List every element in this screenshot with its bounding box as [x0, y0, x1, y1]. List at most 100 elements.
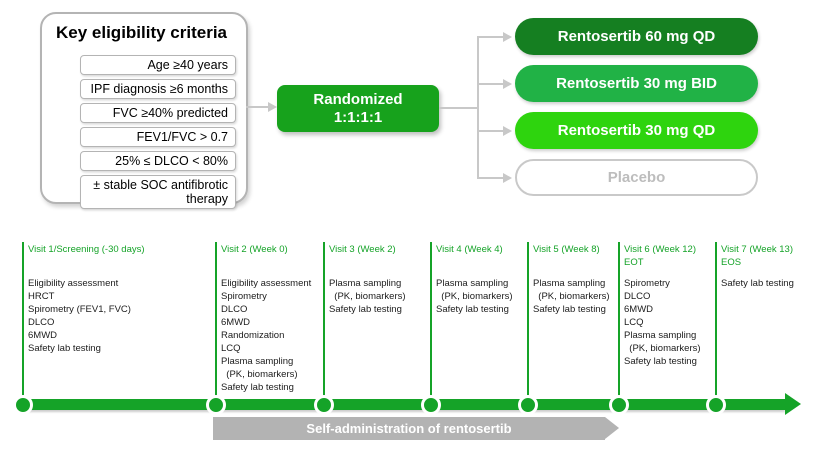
- visit-item: DLCO: [221, 304, 248, 315]
- timeline-visit-dot: [518, 395, 538, 415]
- visit-item: Spirometry: [221, 291, 267, 302]
- arrowhead-icon: [503, 172, 512, 183]
- visit-subtitle: [221, 256, 311, 269]
- timeline-visit-dot: [609, 395, 629, 415]
- visit-title: Visit 5 (Week 8): [533, 244, 600, 255]
- visit-subtitle: [533, 256, 610, 269]
- visit-title: Visit 4 (Week 4): [436, 244, 503, 255]
- visit-item: Safety lab testing: [221, 382, 294, 393]
- visit-item: Safety lab testing: [624, 356, 697, 367]
- visit-item: Spirometry: [624, 278, 670, 289]
- visit-items: Plasma sampling (PK, biomarkers) Safety l…: [329, 277, 406, 316]
- visit-item: 6MWD: [28, 330, 58, 341]
- visit-separator-line: [715, 242, 717, 405]
- visit-item: LCQ: [624, 317, 644, 328]
- visit-subtitle: [329, 256, 406, 269]
- visit-item: (PK, biomarkers): [533, 291, 610, 302]
- visit-title: Visit 1/Screening (-30 days): [28, 244, 145, 255]
- visit-item: DLCO: [28, 317, 55, 328]
- visit-column-7: Visit 7 (Week 13) EOS Safety lab testing: [721, 243, 794, 290]
- timeline-arrowhead-icon: [785, 393, 801, 415]
- arrowhead-icon: [503, 125, 512, 136]
- visit-item: LCQ: [221, 343, 241, 354]
- branch-line: [477, 129, 504, 132]
- treatment-arm-1: Rentosertib 60 mg QD: [515, 18, 758, 55]
- treatment-arm-label: Placebo: [607, 169, 666, 186]
- visit-subtitle: EOS: [721, 257, 742, 268]
- visit-items: Plasma sampling (PK, biomarkers) Safety l…: [436, 277, 513, 316]
- visit-item: HRCT: [28, 291, 55, 302]
- visit-item: Plasma sampling: [221, 356, 294, 367]
- visit-title: Visit 3 (Week 2): [329, 244, 396, 255]
- visit-item: Eligibility assessment: [28, 278, 119, 289]
- visit-item: Plasma sampling: [329, 278, 402, 289]
- visit-item: (PK, biomarkers): [436, 291, 513, 302]
- eligibility-criterion: FEV1/FVC > 0.7: [80, 127, 236, 147]
- visit-subtitle: EOT: [624, 257, 644, 268]
- eligibility-criterion: Age ≥40 years: [80, 55, 236, 75]
- connector-eligibility-to-randomized: [246, 106, 269, 108]
- timeline-visit-dot: [706, 395, 726, 415]
- self-administration-arrowhead-icon: [605, 417, 619, 439]
- treatment-arm-3: Rentosertib 30 mg QD: [515, 112, 758, 149]
- timeline-visit-dot: [421, 395, 441, 415]
- visit-items: Safety lab testing: [721, 277, 794, 290]
- visit-column-5: Visit 5 (Week 8) Plasma sampling (PK, bio…: [533, 243, 610, 316]
- randomized-label-line1: Randomized: [313, 90, 403, 108]
- visit-item: 6MWD: [221, 317, 251, 328]
- visit-item: Safety lab testing: [721, 278, 794, 289]
- visit-item: Safety lab testing: [436, 304, 509, 315]
- timeline-bar: [22, 399, 785, 410]
- eligibility-title: Key eligibility criteria: [56, 23, 228, 42]
- visit-separator-line: [215, 242, 217, 405]
- visit-column-4: Visit 4 (Week 4) Plasma sampling (PK, bio…: [436, 243, 513, 316]
- arrowhead-icon: [503, 31, 512, 42]
- visit-items: Plasma sampling (PK, biomarkers) Safety l…: [533, 277, 610, 316]
- visit-separator-line: [618, 242, 620, 405]
- visit-item: Safety lab testing: [533, 304, 606, 315]
- eligibility-criterion: 25% ≤ DLCO < 80%: [80, 151, 236, 171]
- visit-item: (PK, biomarkers): [624, 343, 701, 354]
- treatment-arm-4: Placebo: [515, 159, 758, 196]
- arrowhead-icon: [268, 102, 277, 112]
- visit-subtitle: [436, 256, 513, 269]
- eligibility-criterion: ± stable SOC antifibrotic therapy: [80, 175, 236, 209]
- eligibility-criterion: FVC ≥40% predicted: [80, 103, 236, 123]
- self-administration-arrow: Self-administration of rentosertib: [213, 417, 605, 440]
- visit-item: DLCO: [624, 291, 651, 302]
- treatment-arm-label: Rentosertib 30 mg BID: [556, 75, 717, 92]
- visit-item: Plasma sampling: [533, 278, 606, 289]
- visit-item: Safety lab testing: [329, 304, 402, 315]
- randomized-box: Randomized 1:1:1:1: [277, 85, 439, 132]
- visit-subtitle: [28, 256, 145, 269]
- randomized-label-line2: 1:1:1:1: [333, 108, 383, 126]
- visit-item: Eligibility assessment: [221, 278, 312, 289]
- branch-line: [477, 82, 504, 85]
- visit-item: Safety lab testing: [28, 343, 101, 354]
- timeline-visit-dot: [314, 395, 334, 415]
- connector-randomized-to-branch: [439, 107, 477, 109]
- eligibility-criterion: IPF diagnosis ≥6 months: [80, 79, 236, 99]
- visit-item: Spirometry (FEV1, FVC): [28, 304, 131, 315]
- visit-item: (PK, biomarkers): [329, 291, 406, 302]
- visit-item: Randomization: [221, 330, 285, 341]
- branch-line: [477, 176, 504, 179]
- visit-column-3: Visit 3 (Week 2) Plasma sampling (PK, bio…: [329, 243, 406, 316]
- branch-line: [477, 35, 504, 38]
- branch-vertical-line: [477, 36, 479, 179]
- visit-title: Visit 7 (Week 13): [721, 244, 793, 255]
- visit-separator-line: [430, 242, 432, 405]
- visit-item: Plasma sampling: [436, 278, 509, 289]
- treatment-arm-label: Rentosertib 60 mg QD: [557, 28, 716, 45]
- visit-title: Visit 2 (Week 0): [221, 244, 288, 255]
- timeline-visit-dot: [13, 395, 33, 415]
- visit-column-1: Visit 1/Screening (-30 days) Eligibility …: [28, 243, 145, 355]
- visit-separator-line: [527, 242, 529, 405]
- visit-title: Visit 6 (Week 12): [624, 244, 696, 255]
